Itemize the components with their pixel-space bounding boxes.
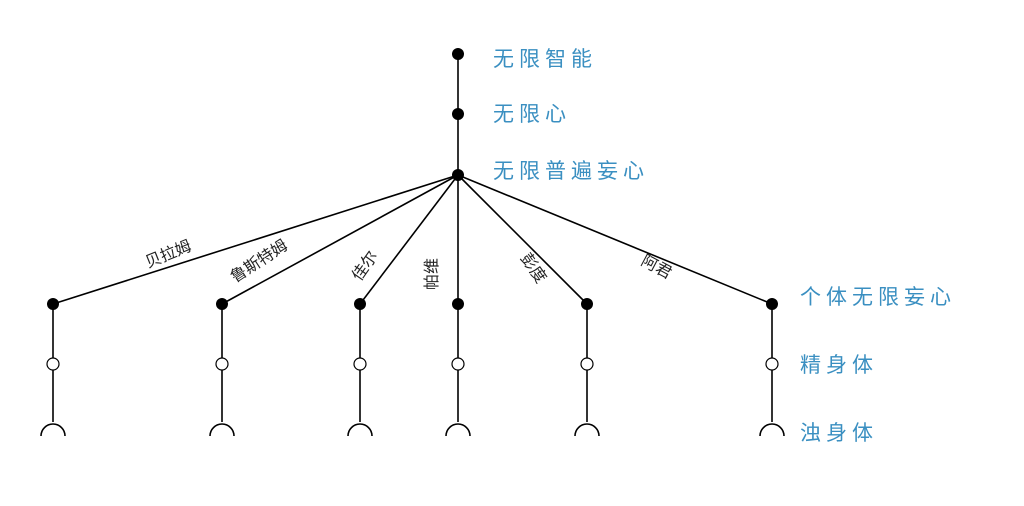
branch-line-bailamu bbox=[52, 174, 459, 305]
branch-line-lusitemu bbox=[221, 174, 459, 305]
individual-mind-node-pawei bbox=[452, 298, 464, 310]
individual-mind-node-jiaer bbox=[354, 298, 366, 310]
branch-line-pengdu bbox=[457, 174, 588, 305]
individual-mind-node-ajun bbox=[766, 298, 778, 310]
subtle-body-node-jiaer bbox=[353, 357, 367, 371]
branch-layer bbox=[40, 174, 785, 437]
branch-label-bailamu: 贝拉姆 bbox=[142, 236, 194, 272]
branch-line-jiaer bbox=[359, 174, 459, 305]
individual-mind-node-bailamu bbox=[47, 298, 59, 310]
subtle-body-node-ajun bbox=[765, 357, 779, 371]
label-gross-body: 浊身体 bbox=[800, 421, 878, 445]
label-infinite-mind: 无限心 bbox=[493, 102, 571, 126]
label-infinite-intelligence: 无限智能 bbox=[493, 47, 597, 71]
node-infinite-intelligence bbox=[452, 48, 464, 60]
branch-label-pengdu: 彭度 bbox=[517, 249, 551, 286]
branch-label-ajun: 阿君 bbox=[638, 251, 675, 283]
gross-body-arch-pengdu bbox=[574, 423, 600, 437]
gross-body-arch-lusitemu bbox=[209, 423, 235, 437]
subtle-body-node-bailamu bbox=[46, 357, 60, 371]
branch-label-lusitemu: 鲁斯特姆 bbox=[227, 236, 291, 287]
gross-body-arch-ajun bbox=[759, 423, 785, 437]
gross-body-arch-bailamu bbox=[40, 423, 66, 437]
gross-body-arch-pawei bbox=[445, 423, 471, 437]
branch-label-pawei: 帕维 bbox=[422, 258, 441, 290]
subtle-body-node-lusitemu bbox=[215, 357, 229, 371]
subtle-body-node-pawei bbox=[451, 357, 465, 371]
node-infinite-mind bbox=[452, 108, 464, 120]
individual-mind-node-lusitemu bbox=[216, 298, 228, 310]
label-subtle-body: 精身体 bbox=[800, 353, 878, 377]
label-individual-infinite-mind: 个体无限妄心 bbox=[800, 285, 956, 309]
gross-body-arch-jiaer bbox=[347, 423, 373, 437]
subtle-body-node-pengdu bbox=[580, 357, 594, 371]
branch-line-ajun bbox=[457, 174, 773, 305]
branch-label-jiaer: 佳尔 bbox=[348, 247, 382, 284]
individual-mind-node-pengdu bbox=[581, 298, 593, 310]
label-infinite-universal-mind: 无限普遍妄心 bbox=[493, 159, 649, 183]
